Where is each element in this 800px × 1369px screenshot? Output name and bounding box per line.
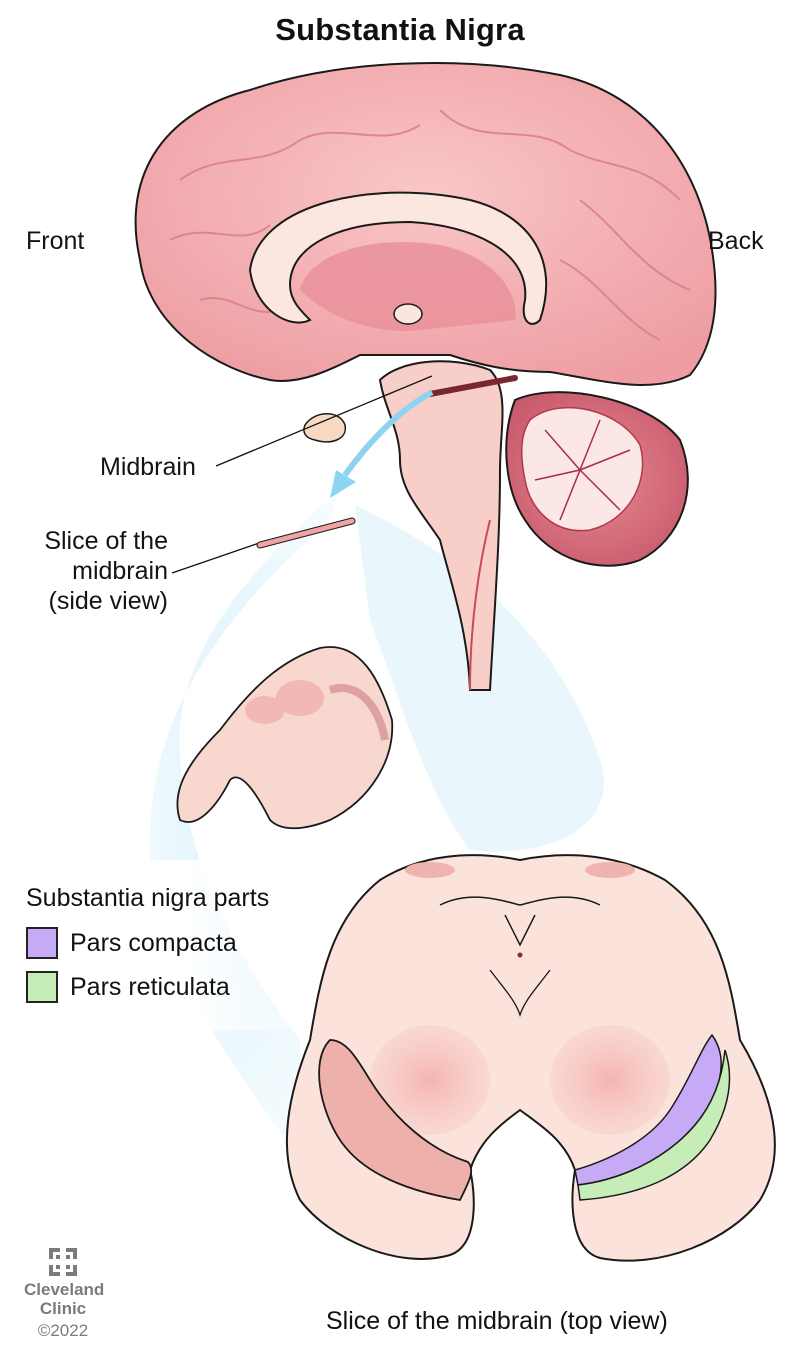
brainstem: [378, 360, 504, 691]
slice-side-view-label-line-1: Slice of the: [44, 527, 168, 555]
midbrain-slice-top-view: [285, 854, 776, 1262]
pars-compacta-swatch: [26, 927, 58, 959]
cerebellum: [505, 391, 689, 567]
copyright: ©2022: [37, 1321, 89, 1340]
pituitary: [303, 413, 346, 443]
cleveland-clinic-mark-icon: [49, 1248, 77, 1276]
corpus-callosum: [248, 191, 548, 325]
midbrain-label: Midbrain: [100, 453, 196, 481]
front-label: Front: [26, 227, 85, 255]
slice-side-view-label-line-2: midbrain: [72, 557, 168, 585]
back-label: Back: [708, 227, 764, 255]
slice-plane-rod: [427, 375, 518, 397]
legend-label: Pars compacta: [70, 928, 237, 957]
page-title: Substantia Nigra: [275, 12, 525, 47]
pars-reticulata-region: [577, 1049, 731, 1201]
slice-side-view-label-line-3: (side view): [48, 587, 168, 615]
logo-name-line-2: Clinic: [39, 1299, 87, 1318]
down-arrow-icon: [330, 389, 434, 498]
midbrain-slice-tilted: [176, 646, 394, 830]
legend-item-pars-reticulata: Pars reticulata: [26, 968, 269, 1006]
thalamus-spot: [393, 303, 423, 325]
slice-side-view-label: Slice of the midbrain (side view): [20, 526, 168, 616]
legend: Substantia nigra parts Pars compacta Par…: [26, 882, 269, 1012]
slice-side-leader-line: [171, 541, 263, 574]
slice-top-view-label: Slice of the midbrain (top view): [326, 1307, 668, 1335]
legend-title: Substantia nigra parts: [26, 884, 270, 912]
legend-item-pars-compacta: Pars compacta: [26, 924, 269, 962]
legend-label: Pars reticulata: [70, 972, 230, 1001]
midbrain-leader-line: [215, 375, 433, 467]
logo-name-line-1: Cleveland: [24, 1280, 105, 1299]
pars-reticulata-swatch: [26, 971, 58, 1003]
brain-sagittal: [134, 62, 717, 691]
cleveland-clinic-logo: Cleveland Clinic ©2022: [24, 1248, 105, 1342]
